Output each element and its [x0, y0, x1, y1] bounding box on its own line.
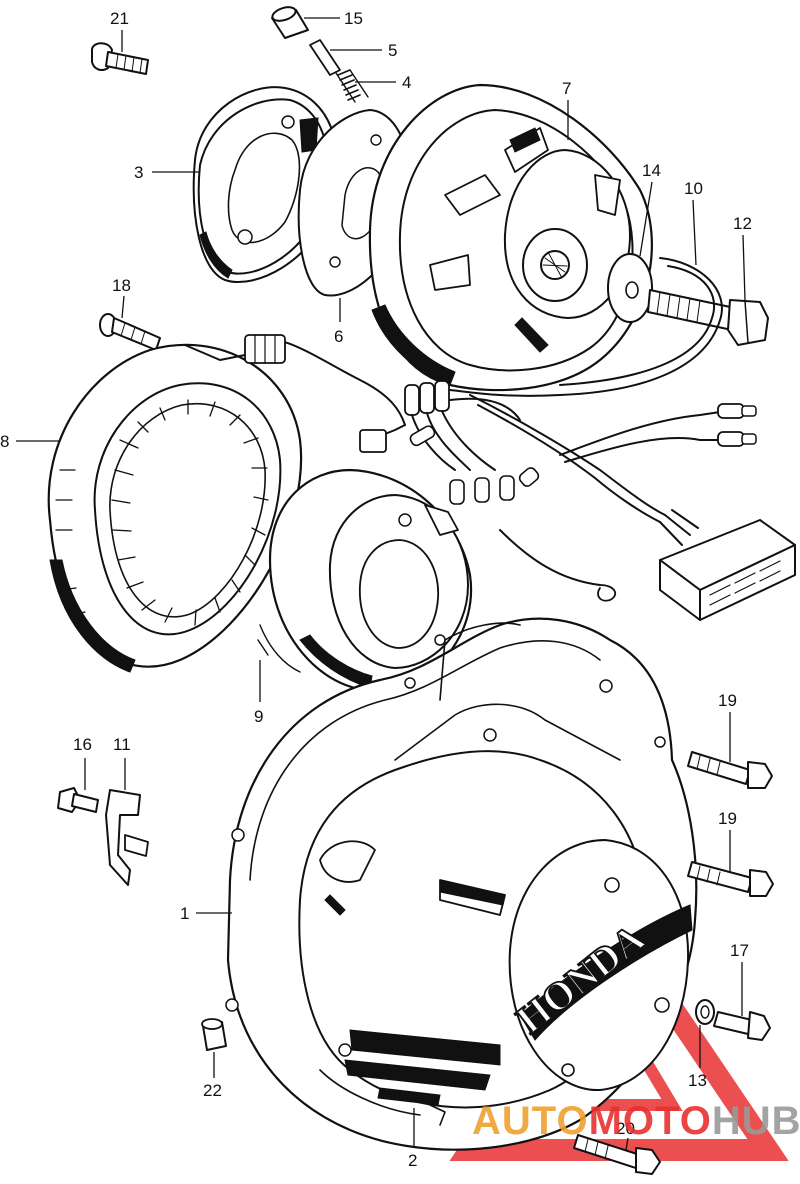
callout-10: 10 [684, 179, 703, 198]
callout-5: 5 [388, 41, 397, 60]
svg-text:AUTOMOTOHUB: AUTOMOTOHUB [472, 1099, 800, 1143]
callout-16: 16 [73, 735, 92, 754]
part-7-rotor [368, 83, 653, 392]
part-10-wire-harness [449, 257, 796, 621]
part-12-rotor-bolt [647, 289, 769, 346]
part-13-washer [695, 999, 715, 1025]
callout-7: 7 [562, 79, 571, 98]
callout-11: 11 [113, 735, 131, 754]
watermark-moto: MOTO [589, 1099, 712, 1143]
part-17-screw [713, 1011, 771, 1041]
multi-pin-connector [659, 509, 796, 621]
callout-13: 13 [688, 1071, 707, 1090]
callout-22: 22 [203, 1081, 222, 1100]
callout-1: 1 [180, 904, 189, 923]
part-22-dowel-pin [201, 1018, 227, 1051]
callout-2: 2 [408, 1151, 417, 1170]
part-9-stator-housing [257, 468, 473, 693]
callout-17: 17 [730, 941, 749, 960]
callout-labels: 21 15 5 4 3 7 14 10 12 6 18 8 9 16 11 19… [0, 9, 752, 1170]
part-8-stator [47, 334, 406, 673]
bullet-connector-pair [717, 403, 757, 447]
part-2-seal [377, 1087, 441, 1106]
part-16-bolt [57, 787, 99, 813]
stator-plug [244, 334, 286, 364]
callout-19-upper: 19 [718, 691, 737, 710]
callout-20: 20 [616, 1119, 635, 1138]
callout-14: 14 [642, 161, 661, 180]
callout-12: 12 [733, 214, 752, 233]
callout-19-lower: 19 [718, 809, 737, 828]
part-19-bolt-lower [687, 861, 774, 897]
watermark-wordmark: AUTOMOTOHUB [472, 1099, 800, 1143]
callout-9: 9 [254, 707, 263, 726]
part-5-pin [309, 39, 341, 76]
callout-18: 18 [112, 276, 131, 295]
callout-15: 15 [344, 9, 363, 28]
part-4-spring [335, 69, 369, 103]
callout-3: 3 [134, 163, 143, 182]
part-21-screw [91, 42, 149, 75]
part-1-generator-cover: HONDA [225, 617, 698, 1151]
part-15-cap [271, 6, 309, 39]
callout-21: 21 [110, 9, 129, 28]
callout-6: 6 [334, 327, 343, 346]
watermark-auto: AUTO [472, 1099, 589, 1143]
leader-lines [16, 17, 746, 1151]
part-19-bolt-upper [687, 751, 773, 789]
part-14-washer [607, 253, 653, 323]
callout-8: 8 [0, 432, 9, 451]
wire-bundle-connectors [359, 380, 617, 602]
part-11-wire-clip [105, 789, 149, 886]
watermark-hub: HUB [712, 1099, 800, 1143]
part-20-bolt [573, 1134, 661, 1175]
callout-4: 4 [402, 73, 411, 92]
part-18-screw [99, 313, 161, 351]
